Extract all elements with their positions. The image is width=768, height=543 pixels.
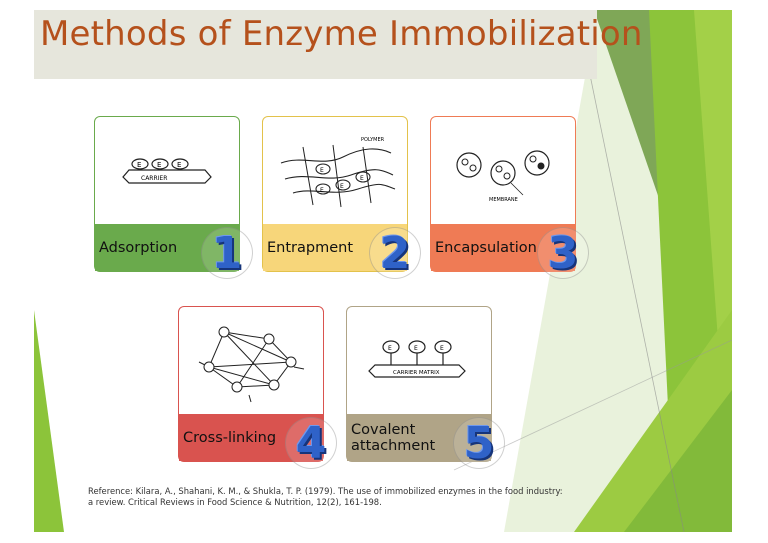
method-label: Encapsulation	[435, 239, 537, 256]
method-label: Entrapment	[267, 239, 354, 256]
covalent-attachment-sketch: E E E CARRIER MATRIX	[368, 340, 466, 378]
number-badge: 3	[537, 227, 589, 279]
svg-text:E: E	[177, 161, 181, 169]
method-number: 5	[463, 417, 495, 469]
background-decoration	[34, 10, 732, 532]
svg-text:E: E	[440, 345, 444, 352]
sketch-label-membrane: MEMBRANE	[489, 197, 518, 203]
method-label: Cross-linking	[183, 429, 277, 446]
encapsulation-sketch: MEMBRANE	[456, 150, 550, 203]
svg-text:E: E	[320, 187, 324, 194]
title-bar: Methods of Enzyme Immobilization	[34, 10, 642, 79]
method-label: Adsorption	[99, 239, 178, 256]
method-card-cross-linking: Cross-linking 4	[178, 306, 337, 469]
number-badge: 1	[201, 227, 253, 279]
number-badge: 2	[369, 227, 421, 279]
method-number: 4	[295, 417, 327, 469]
method-label: Covalent attachment	[351, 421, 436, 454]
svg-text:E: E	[320, 167, 324, 174]
page-title: Methods of Enzyme Immobilization	[40, 14, 643, 54]
svg-text:E: E	[414, 345, 418, 352]
method-card-entrapment: E E E E POLYMER Entrapment 2	[262, 116, 421, 279]
number-badge: 5	[453, 417, 505, 469]
number-ring	[453, 417, 505, 469]
slide: Methods of Enzyme Immobilization E E E C…	[34, 10, 732, 532]
svg-text:E: E	[388, 345, 392, 352]
svg-text:E: E	[340, 183, 344, 190]
method-number: 3	[547, 227, 579, 279]
method-number: 1	[211, 227, 243, 279]
reference-text: Reference: Kilara, A., Shahani, K. M., &…	[88, 486, 563, 507]
cross-linking-sketch	[198, 326, 305, 403]
number-badge: 4	[285, 417, 337, 469]
entrapment-sketch: E E E E POLYMER	[280, 137, 396, 208]
sketch-label-polymer: POLYMER	[361, 137, 385, 143]
svg-text:E: E	[157, 161, 161, 169]
number-ring	[201, 227, 253, 279]
method-card-encapsulation: MEMBRANE Encapsulation 3	[430, 116, 589, 279]
sketch-label-carrier-matrix: CARRIER MATRIX	[393, 370, 440, 376]
svg-text:E: E	[360, 175, 364, 182]
method-card-covalent-attachment: E E E CARRIER MATRIX Covalent attachment…	[346, 306, 505, 469]
number-ring	[537, 227, 589, 279]
number-ring	[369, 227, 421, 279]
adsorption-sketch: E E E CARRIER	[122, 158, 212, 184]
svg-text:E: E	[137, 161, 141, 169]
method-card-adsorption: E E E CARRIER Adsorption 1	[94, 116, 253, 279]
number-ring	[285, 417, 337, 469]
sketch-label-carrier: CARRIER	[141, 175, 167, 182]
method-number: 2	[379, 227, 411, 279]
